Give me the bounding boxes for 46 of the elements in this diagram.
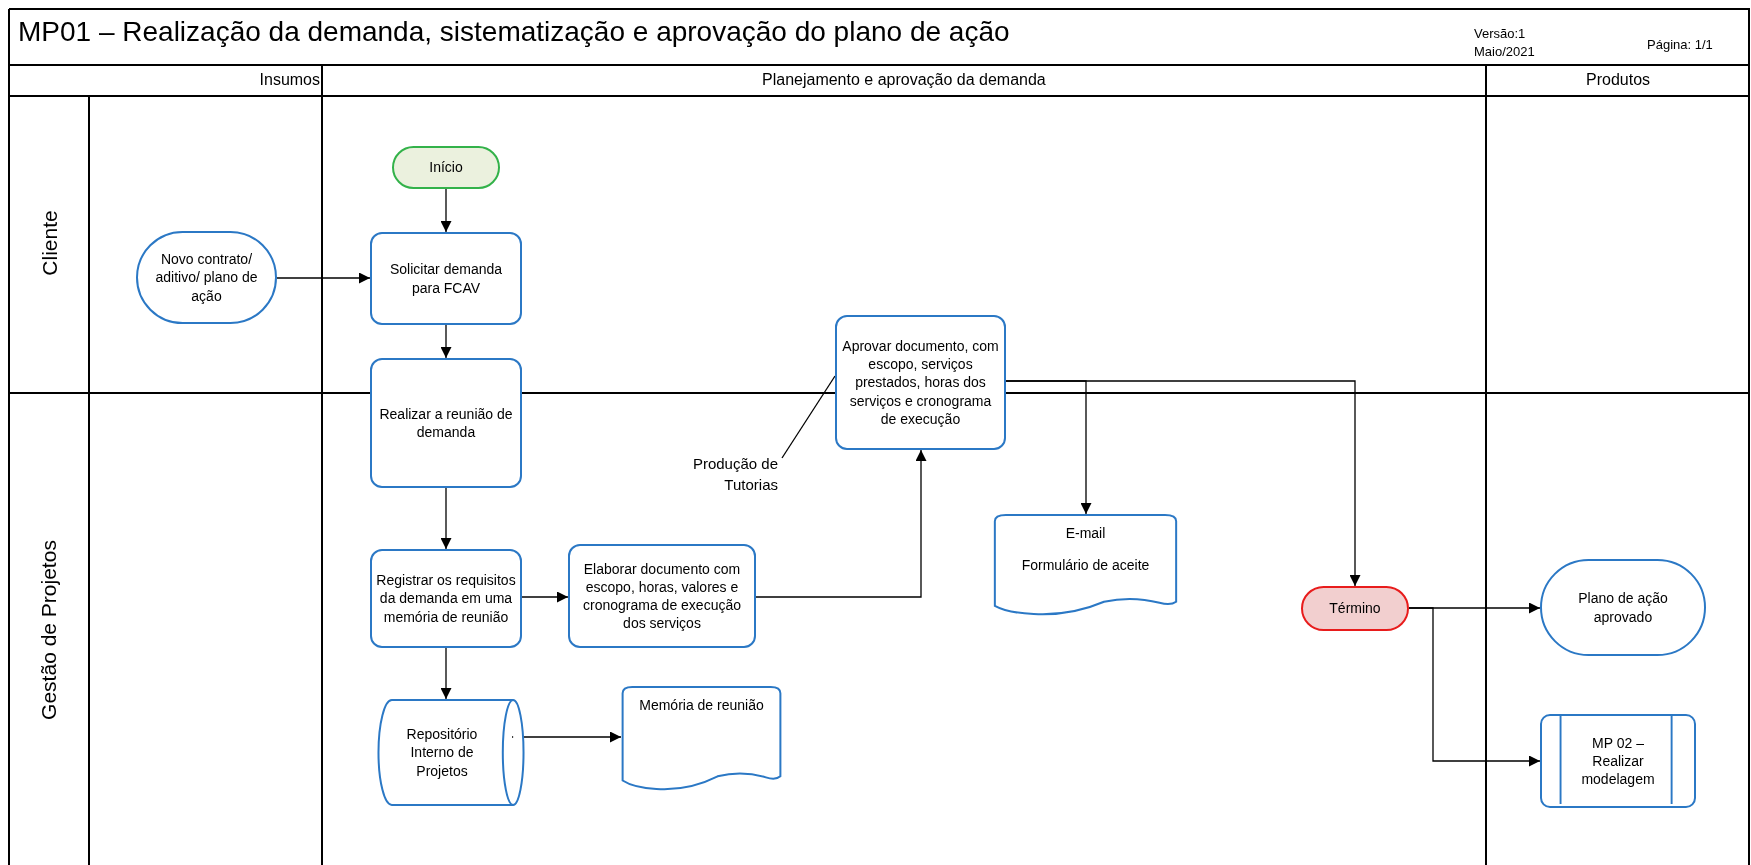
node-label: Registrar os requisitos da demanda em uma memória de reunião	[376, 571, 516, 626]
node-label: Memória de reunião	[639, 696, 764, 715]
node-label: E-mail	[1065, 524, 1106, 543]
process-box	[370, 232, 522, 325]
node-label: Repositório Interno de Projetos	[405, 725, 479, 780]
arrow	[440, 647, 452, 700]
document-shape	[621, 686, 782, 791]
arrow	[1408, 607, 1541, 767]
lane-label: Cliente	[37, 210, 62, 276]
node-label: Plano de ação aprovado	[1577, 589, 1669, 626]
column-header: Produtos	[1586, 71, 1651, 89]
arrow	[276, 272, 371, 284]
process-box	[370, 549, 522, 648]
node-label: Produção de Tutorias	[691, 454, 778, 495]
node-label: Novo contrato/ aditivo/ plano de ação	[154, 250, 259, 305]
process-box	[370, 358, 522, 488]
node-label: Realizar a reunião de demanda	[378, 404, 514, 442]
arrow	[521, 591, 569, 603]
node-label: Término	[1329, 599, 1381, 618]
process-box	[568, 544, 756, 648]
arrow	[1005, 380, 1361, 587]
node-label: Aprovar documento, com escopo, serviços prestados, horas dos serviços e cronograma de execução	[841, 337, 1000, 428]
node-label: Início	[429, 158, 463, 177]
arrow	[440, 324, 452, 359]
leader-line	[781, 375, 836, 459]
date-text: Maio/2021	[1474, 44, 1535, 59]
lane-label: Gestão de Projetos	[36, 540, 61, 720]
node-label: Solicitar demanda para FCAV	[388, 260, 504, 297]
document-shape	[993, 514, 1178, 616]
column-header: Insumos	[259, 71, 320, 89]
node-label: Elaborar documento com escopo, horas, valores e cronograma de execução dos serviços	[582, 559, 742, 633]
terminator-shape	[1301, 586, 1409, 631]
column-header: Planejamento e aprovação da demanda	[762, 71, 1046, 89]
diagram-title: MP01 – Realização da demanda, sistematização e aprovação do plano de ação	[18, 16, 1010, 48]
node-label: Formulário de aceite	[1021, 556, 1150, 575]
data-store-cylinder	[377, 699, 525, 806]
arrow	[440, 487, 452, 550]
node-label: MP 02 – Realizar modelagem	[1580, 733, 1656, 789]
page-number: Página: 1/1	[1647, 37, 1713, 52]
arrow	[440, 188, 452, 233]
subprocess-box	[1540, 714, 1696, 808]
version-text: Versão:1	[1474, 26, 1526, 41]
terminator-shape	[392, 146, 500, 189]
process-box	[835, 315, 1006, 450]
arrow	[755, 449, 927, 598]
arrow	[511, 731, 622, 743]
